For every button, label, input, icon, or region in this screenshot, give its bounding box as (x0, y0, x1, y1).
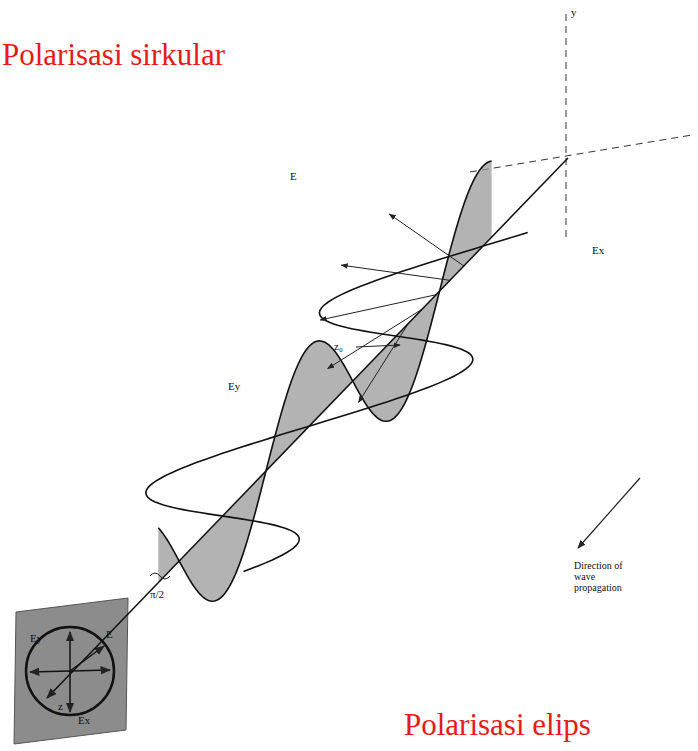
component-name: Ey (228, 380, 240, 392)
figure-caption: Polarisasi sirkular (2, 38, 225, 72)
phase-symbol: π/2 (150, 588, 164, 600)
figure-caption: Polarisasi elips (404, 708, 591, 742)
ex-wave (146, 232, 528, 571)
e-vector (328, 309, 423, 368)
e-vector (389, 214, 463, 266)
position-symbol: z₀ (334, 340, 343, 352)
e-vector (341, 265, 450, 280)
y-axis (566, 14, 567, 238)
z-axis (47, 158, 568, 698)
axis-name: y (571, 6, 577, 18)
vector-name: E (106, 628, 113, 640)
propagation-arrow (578, 478, 640, 548)
e-vector (359, 324, 409, 403)
vector-name: E (290, 170, 297, 182)
component-name: Ex (592, 244, 604, 256)
z0-leader (356, 345, 400, 347)
x-axis (470, 135, 692, 172)
break-mark (150, 573, 170, 579)
component-name: Ey (30, 632, 42, 644)
component-name: Ex (78, 714, 90, 726)
axis-name: z (58, 700, 63, 712)
direction-note: Direction of wave propagation (574, 560, 634, 593)
projection-plane (14, 598, 128, 744)
e-vector (320, 295, 436, 320)
